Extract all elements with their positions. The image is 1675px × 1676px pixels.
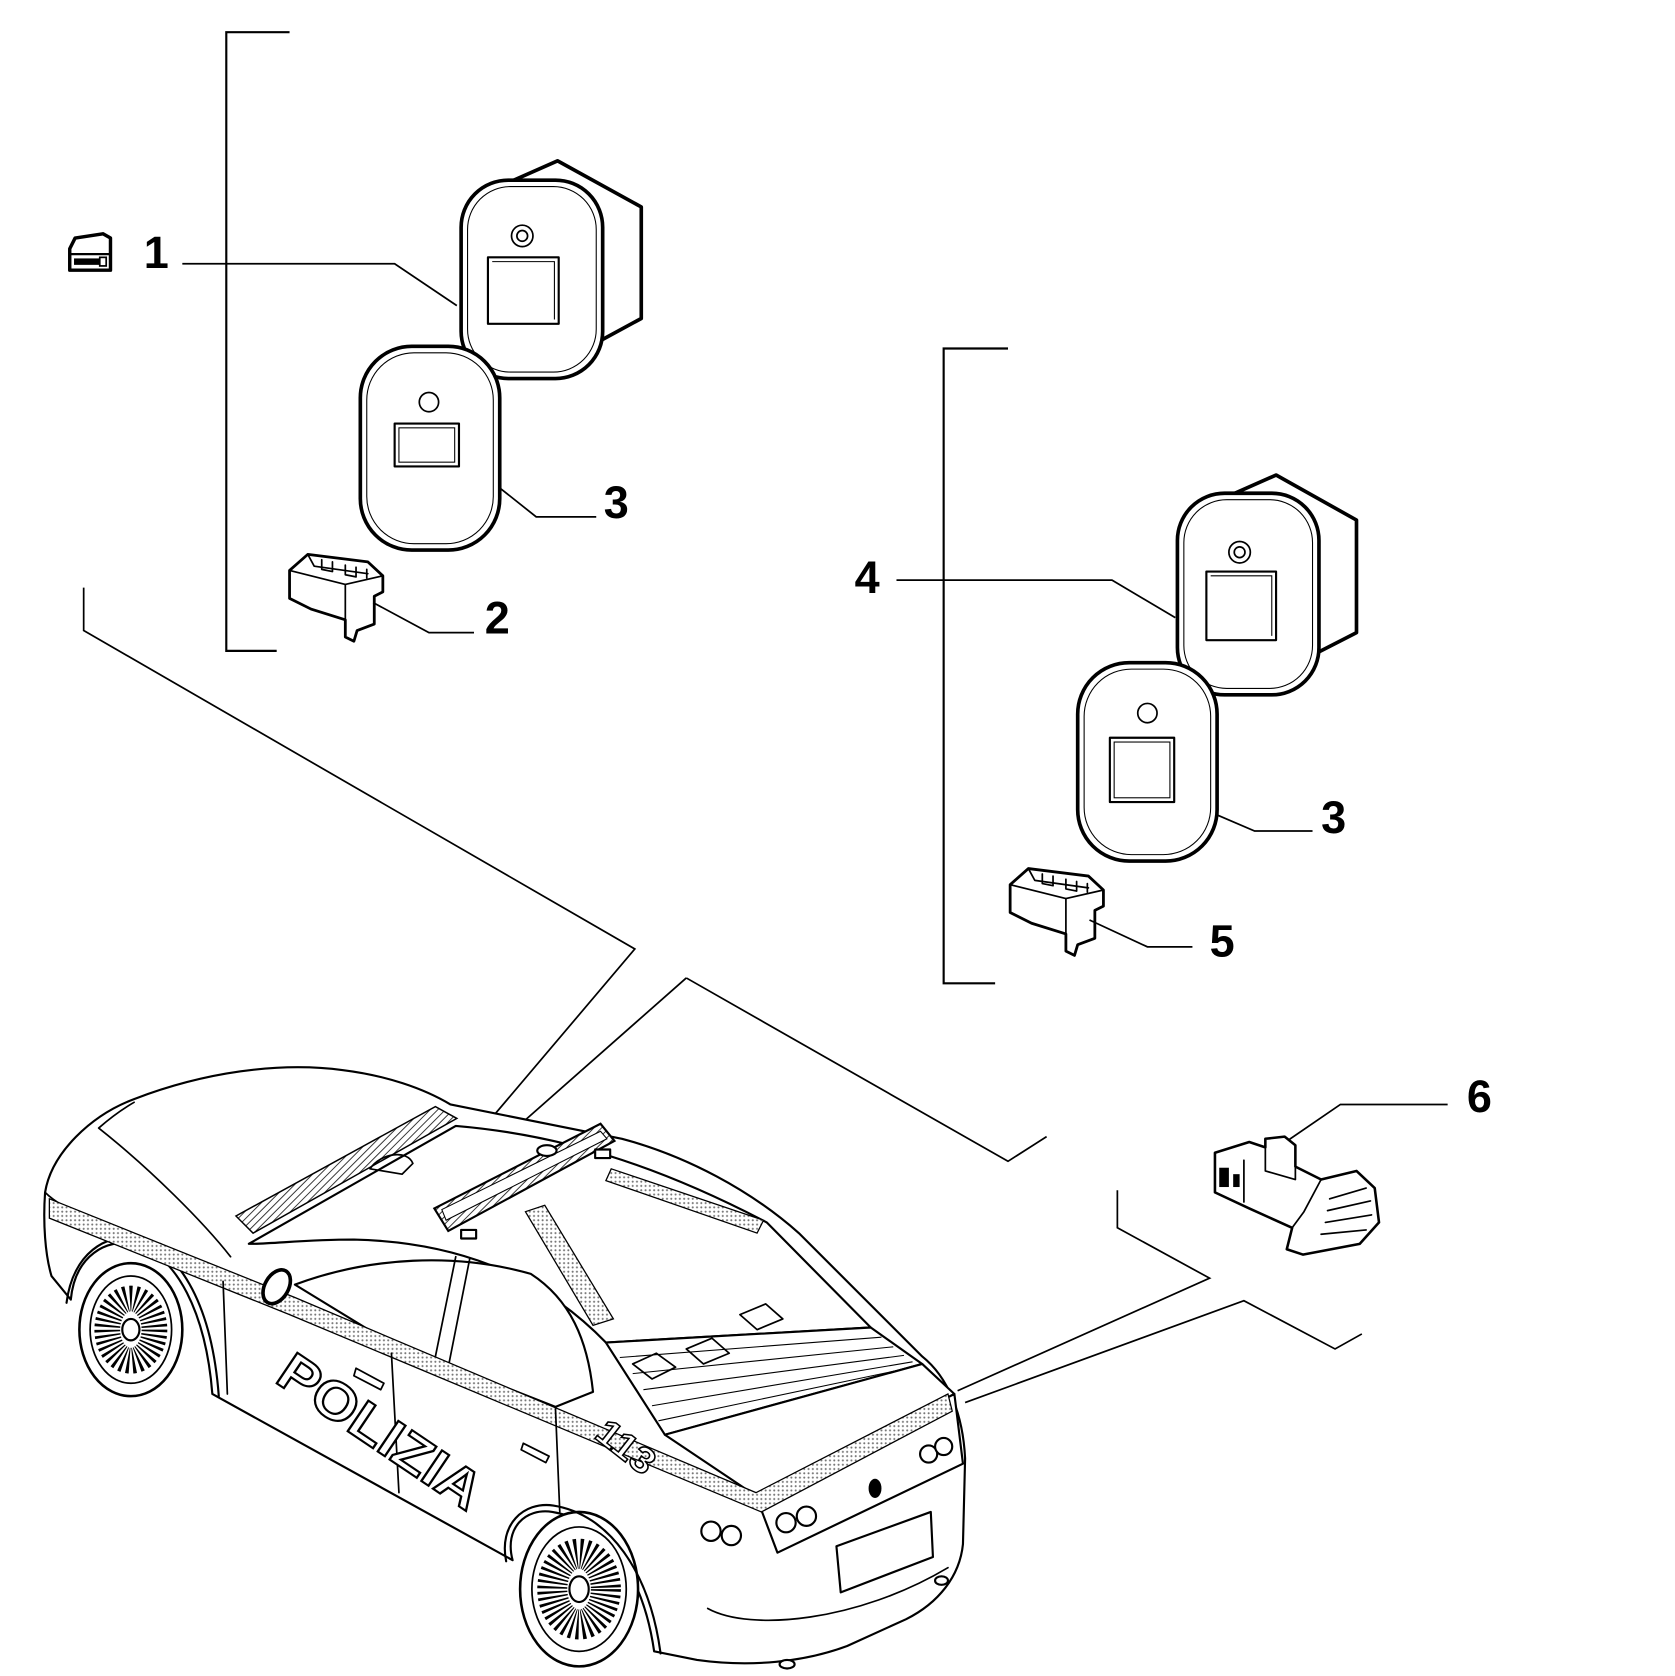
callout-2: 2 (485, 593, 510, 644)
callout-4: 4 (855, 552, 880, 603)
bezel-3-lower (1075, 660, 1219, 863)
rear-wheel-arch (503, 1503, 662, 1655)
b-pillar (433, 1255, 471, 1369)
roof-vent (369, 1153, 414, 1176)
callout-6: 6 (1467, 1071, 1492, 1122)
clip-5 (1008, 867, 1105, 957)
callout-1: 1 (144, 227, 169, 278)
connector-6 (1213, 1135, 1381, 1256)
police-car: POLIZIA 113 (43, 1066, 967, 1670)
rear-window-lamps (631, 1303, 784, 1380)
door-handles (353, 1367, 550, 1464)
bracket-item-1 (225, 31, 290, 652)
exhaust-left (778, 1658, 796, 1670)
door-key-icon (68, 232, 113, 272)
roof-light-bar (432, 1122, 617, 1240)
side-windows (293, 1259, 595, 1408)
exhaust-right (934, 1575, 950, 1586)
wiper-cowl (234, 1105, 459, 1235)
rear-emblem (868, 1478, 882, 1498)
tail-lights (700, 1436, 954, 1547)
side-stripe (48, 1197, 953, 1513)
callout-3-upper: 3 (604, 477, 629, 528)
leader-line-4 (896, 579, 1176, 619)
door-lines (222, 1280, 561, 1513)
side-mirror (261, 1268, 293, 1306)
leader-line-1 (182, 262, 458, 307)
switch-assembly-4 (1175, 473, 1359, 697)
roof-stripe-rear (605, 1168, 765, 1234)
car-location-lines (82, 587, 1363, 1404)
leader-line-6 (1282, 1103, 1448, 1145)
hood-edge (97, 1101, 232, 1258)
rear-window-slats (619, 1336, 919, 1422)
clip-2 (288, 552, 385, 643)
switch-assembly-1 (459, 159, 644, 381)
leader-line-2 (372, 601, 474, 634)
roof-stripe-diagonal (524, 1204, 615, 1327)
bezel-3-upper (358, 344, 502, 552)
rear-bumper (706, 1566, 949, 1622)
license-plate (835, 1510, 935, 1594)
leader-line-5 (1089, 919, 1193, 948)
leader-line-3-upper (499, 487, 597, 518)
front-wheel (78, 1261, 184, 1398)
leader-line-3-lower (1216, 814, 1313, 832)
callout-5: 5 (1210, 915, 1235, 966)
rear-wheel (518, 1510, 640, 1668)
bracket-item-4 (942, 347, 1008, 985)
callout-3-lower: 3 (1321, 792, 1346, 843)
